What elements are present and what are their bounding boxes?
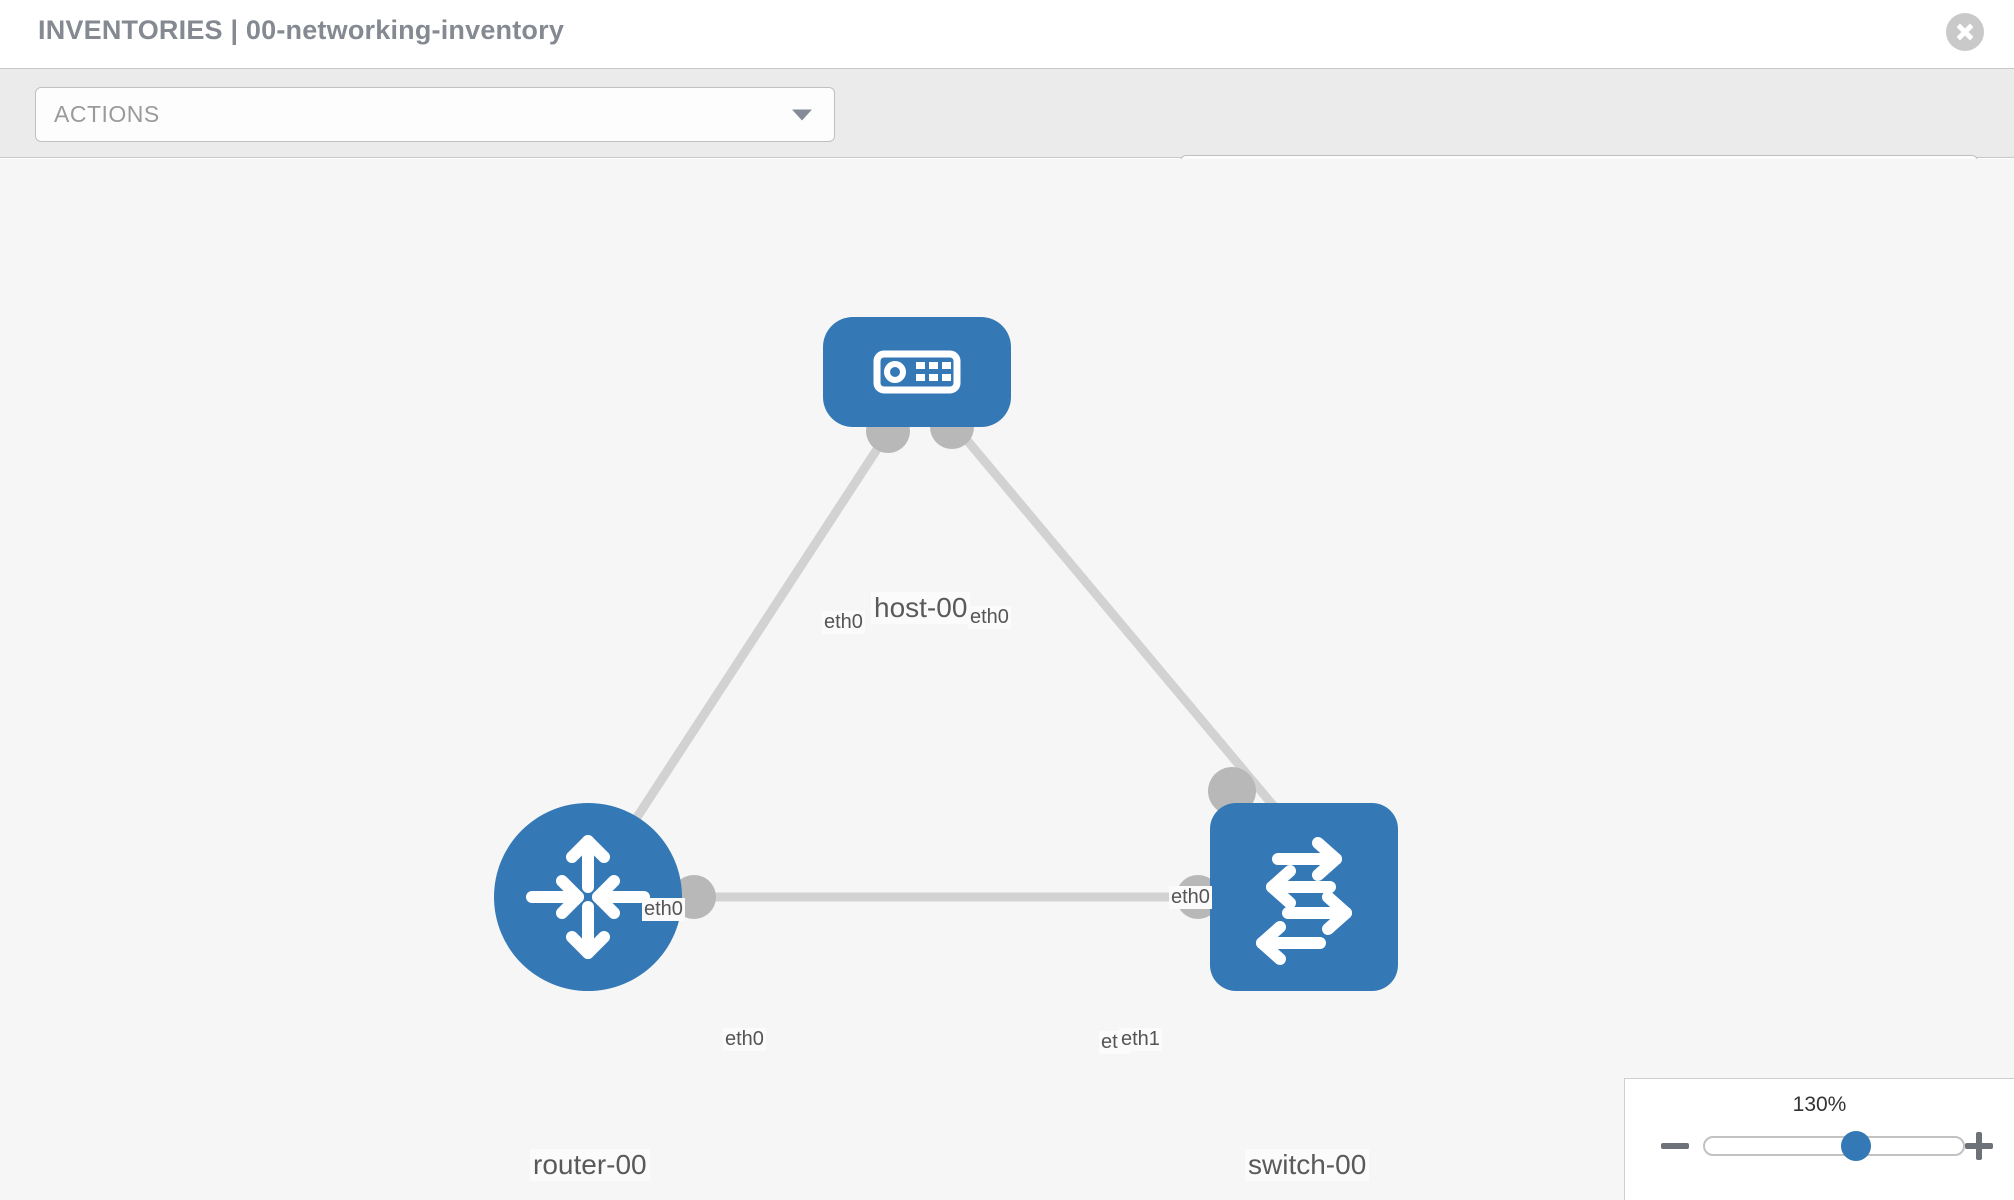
node-label-router-00: router-00: [530, 1149, 650, 1181]
link-host-router: [596, 411, 904, 877]
zoom-slider[interactable]: [1703, 1131, 1965, 1161]
iface-label-host-right: eth0: [968, 606, 1011, 629]
zoom-in-button[interactable]: [1962, 1129, 1996, 1163]
close-icon[interactable]: [1946, 13, 1984, 51]
zoom-out-button[interactable]: [1658, 1129, 1692, 1163]
zoom-control-panel: 130%: [1624, 1078, 2014, 1200]
topology-canvas[interactable]: host-00 router-00 switch-00 eth0 eth0 et…: [0, 159, 2014, 1200]
zoom-level-value: 130%: [1792, 1093, 1847, 1116]
page-header: INVENTORIES | 00-networking-inventory: [0, 0, 2014, 68]
link-host-switch: [941, 411, 1322, 862]
iface-label-router-mid: eth0: [723, 1028, 766, 1051]
iface-label-host-left: eth0: [822, 611, 865, 634]
page-title: INVENTORIES | 00-networking-inventory: [38, 15, 565, 45]
chevron-down-icon: [792, 109, 812, 120]
node-label-switch-00: switch-00: [1245, 1149, 1370, 1181]
iface-label-router-up: eth0: [642, 898, 685, 921]
topology-links: [596, 405, 1322, 919]
iface-label-switch-mid-b: eth1: [1119, 1028, 1162, 1051]
node-switch-00[interactable]: [1210, 803, 1398, 991]
node-host-00[interactable]: [823, 317, 1011, 427]
zoom-slider-thumb[interactable]: [1840, 1131, 1871, 1161]
toolbar: ACTIONS SEARCH: [0, 68, 2014, 210]
router-arrows-icon: [526, 835, 650, 959]
actions-dropdown-label: ACTIONS: [54, 101, 160, 127]
node-label-host-00: host-00: [871, 592, 971, 624]
server-icon: [873, 350, 961, 394]
iface-label-switch-up: eth0: [1169, 886, 1212, 909]
switch-arrows-icon: [1256, 837, 1352, 965]
actions-dropdown[interactable]: ACTIONS: [35, 87, 835, 142]
link-connectors: [672, 405, 1256, 919]
node-router-00[interactable]: [494, 803, 682, 991]
